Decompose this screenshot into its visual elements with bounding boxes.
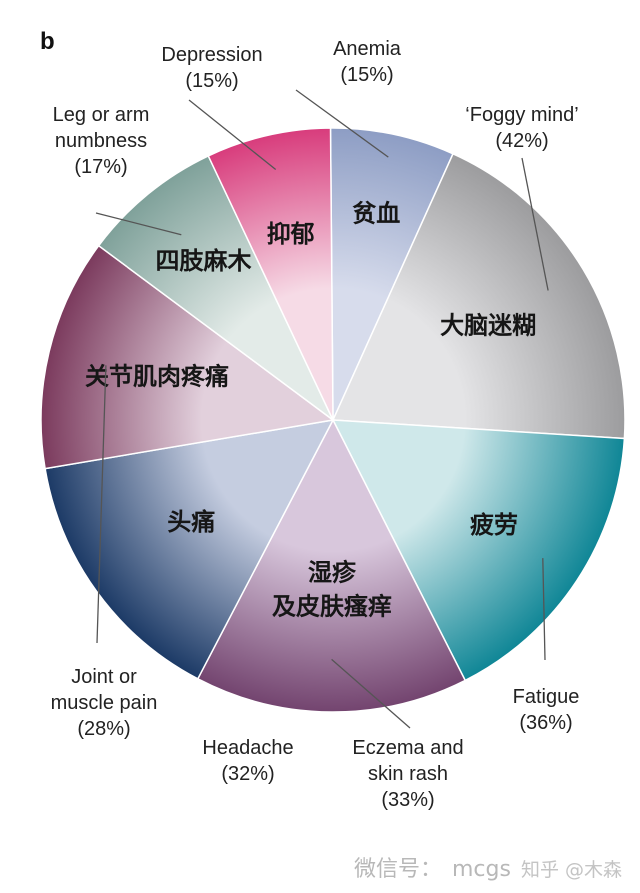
label-numbness-l1: Leg or arm (52, 104, 150, 126)
label-numbness: Leg or arm numbness (17%) (53, 102, 150, 180)
label-headache-value: (32%) (221, 763, 275, 785)
label-foggy-mind-value: (42%) (495, 130, 549, 152)
label-headache: Headache (32%) (202, 735, 293, 787)
leader-line (95, 212, 182, 236)
slice-label-zh: 头痛 (167, 508, 215, 536)
slice-label-zh: 关节肌肉疼痛 (85, 363, 229, 391)
leader-line (188, 99, 277, 171)
label-eczema-l1: Eczema and (352, 737, 464, 759)
label-anemia: Anemia (15%) (333, 36, 401, 88)
pie-slice-joint-or-muscle-pain (40, 244, 335, 470)
label-joint-pain-l2: muscle pain (50, 692, 158, 714)
pie-slice-anemia (329, 127, 454, 421)
label-eczema: Eczema and skin rash (33%) (352, 735, 463, 813)
leader-line (521, 157, 549, 291)
label-foggy-mind-name: ‘Foggy mind’ (465, 104, 579, 126)
label-joint-pain: Joint or muscle pain (28%) (51, 664, 158, 742)
slice-label-zh: 湿疹及皮肤瘙痒 (272, 558, 392, 620)
label-anemia-value: (15%) (340, 64, 394, 86)
label-depression-value: (15%) (185, 70, 239, 92)
pie-slice-leg-or-arm-numbness (97, 154, 334, 421)
leader-line (96, 365, 107, 644)
label-eczema-l2: skin rash (367, 763, 449, 785)
pie-slice-fatigue (331, 419, 626, 682)
watermark-zhihu: 知乎 @木森 (520, 859, 622, 881)
pie-slice-headache (44, 419, 335, 680)
label-anemia-name: Anemia (333, 38, 401, 60)
slice-label-zh: 抑郁 (267, 220, 315, 248)
label-eczema-value: (33%) (381, 789, 435, 811)
watermark-wechat: 微信号： (353, 857, 442, 882)
label-joint-pain-l1: Joint or (71, 666, 137, 688)
leader-line (331, 658, 411, 729)
label-joint-pain-value: (28%) (77, 718, 131, 740)
pie-slice-foggy-mind (331, 152, 626, 440)
watermark: 微信号： mcgs 知乎 @木森 (354, 851, 622, 883)
label-numbness-value: (17%) (74, 156, 128, 178)
pie-slice-depression (207, 127, 334, 421)
label-fatigue-name: Fatigue (512, 686, 580, 708)
slice-label-zh: 四肢麻木 (156, 247, 253, 275)
label-fatigue-value: (36%) (519, 712, 573, 734)
label-numbness-l2: numbness (54, 130, 148, 152)
label-fatigue: Fatigue (36%) (513, 684, 580, 736)
leader-line (542, 558, 546, 661)
slice-label-zh: 疲劳 (470, 511, 518, 539)
panel-label: b (40, 28, 55, 55)
label-depression: Depression (15%) (161, 42, 262, 94)
label-headache-name: Headache (202, 737, 294, 759)
slice-label-zh: 大脑迷糊 (440, 312, 536, 340)
label-foggy-mind: ‘Foggy mind’ (42%) (465, 102, 578, 154)
pie-slice-eczema-and-skin-rash (196, 418, 467, 713)
watermark-id: mcgs (452, 857, 511, 882)
slice-label-zh: 贫血 (352, 199, 400, 227)
leader-line (295, 89, 389, 158)
label-depression-name: Depression (161, 44, 263, 66)
